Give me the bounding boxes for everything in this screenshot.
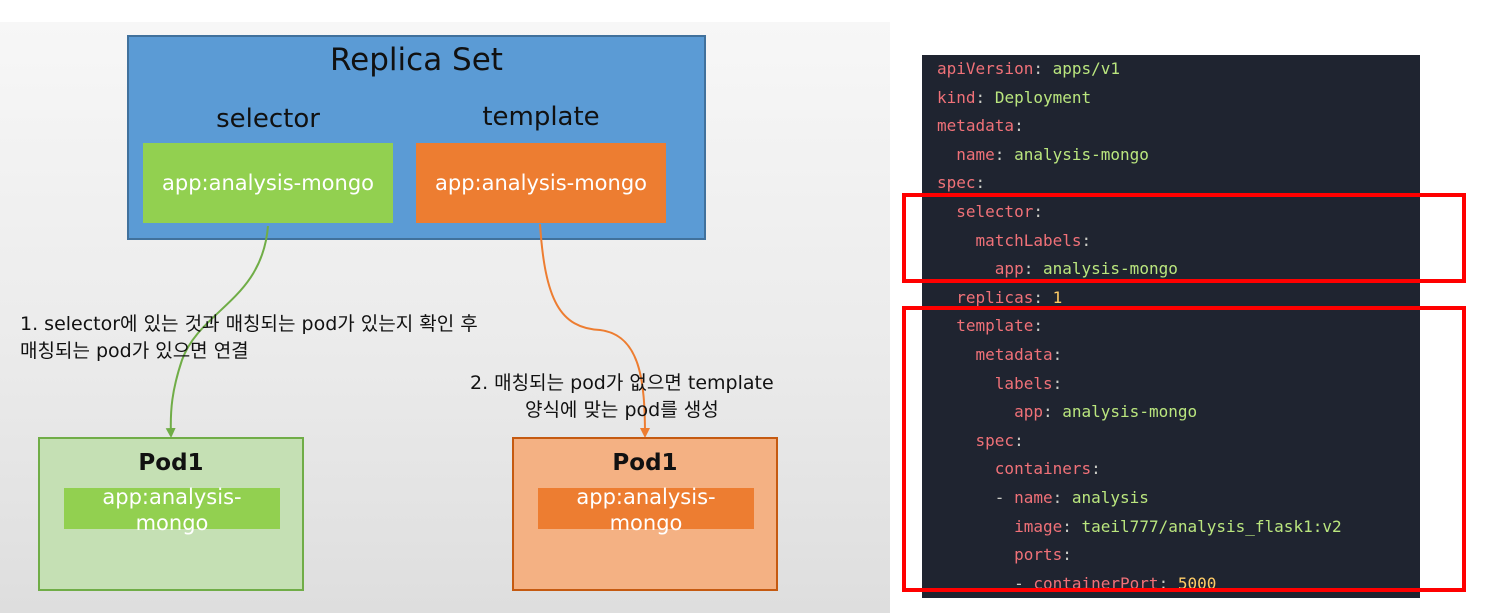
yaml-key: metadata bbox=[937, 116, 1015, 136]
selector-value-box: app:analysis-mongo bbox=[143, 143, 393, 223]
yaml-key: selector bbox=[956, 202, 1034, 221]
step1-note: 1. selector에 있는 것과 매칭되는 pod가 있는지 확인 후 매칭… bbox=[20, 313, 478, 362]
pod-label-box bbox=[538, 488, 754, 529]
yaml-key: metadata bbox=[975, 345, 1053, 364]
step2-note: 2. 매칭되는 pod가 없으면 template 양식에 맞는 pod를 생성 bbox=[470, 372, 774, 421]
yaml-value: analysis-mongo bbox=[1062, 402, 1198, 422]
yaml-line: replicas: 1 bbox=[956, 287, 1063, 307]
yaml-line: app: analysis-mongo bbox=[1014, 402, 1198, 422]
yaml-key: template bbox=[956, 316, 1034, 336]
pod-label: app:analysis- mongo bbox=[102, 485, 242, 535]
yaml-line: labels: bbox=[994, 373, 1063, 393]
yaml-line: selector: bbox=[956, 202, 1043, 221]
yaml-value: taeil777/analysis_flask1:v2 bbox=[1081, 516, 1342, 536]
yaml-key: replicas bbox=[956, 287, 1034, 307]
yaml-line: kind: Deployment bbox=[937, 87, 1092, 107]
yaml-line: template: bbox=[956, 316, 1043, 336]
yaml-line: apiVersion: apps/v1 bbox=[937, 59, 1121, 78]
yaml-key: labels bbox=[994, 373, 1053, 393]
yaml-line: spec: bbox=[937, 173, 986, 193]
yaml-key: ports bbox=[1014, 545, 1063, 565]
yaml-line: spec: bbox=[975, 430, 1024, 450]
yaml-line: name: analysis-mongo bbox=[956, 144, 1149, 164]
template-label: template bbox=[482, 102, 600, 132]
yaml-key: name bbox=[1014, 488, 1053, 507]
yaml-value: Deployment bbox=[994, 87, 1092, 107]
template-to-pod-arrow bbox=[539, 223, 650, 438]
yaml-key: spec bbox=[937, 173, 976, 193]
yaml-line: app: analysis-mongo bbox=[994, 259, 1178, 279]
yaml-line: metadata: bbox=[975, 345, 1063, 364]
selector-highlight-box bbox=[902, 193, 1466, 283]
yaml-key: matchLabels bbox=[975, 230, 1082, 250]
yaml-key: kind bbox=[937, 87, 976, 107]
yaml-key: spec bbox=[975, 430, 1015, 450]
yaml-key: app bbox=[1014, 402, 1043, 422]
yaml-line: - name: analysis bbox=[994, 488, 1149, 507]
yaml-value: 1 bbox=[1052, 287, 1063, 307]
yaml-value: apps/v1 bbox=[1052, 59, 1121, 78]
yaml-key: image bbox=[1014, 516, 1063, 536]
yaml-key: name bbox=[956, 144, 995, 164]
pod-label: app:analysis- mongo bbox=[576, 485, 716, 535]
pod-title: Pod1 bbox=[612, 450, 678, 476]
pod-title: Pod1 bbox=[138, 450, 204, 476]
template-value-box: app:analysis-mongo bbox=[416, 143, 666, 223]
yaml-value: analysis-mongo bbox=[1014, 144, 1149, 164]
pod-label-box bbox=[64, 488, 280, 529]
yaml-line: matchLabels: bbox=[975, 230, 1092, 250]
yaml-value: analysis-mongo bbox=[1042, 259, 1178, 279]
replica-set-title: Replica Set bbox=[330, 42, 503, 78]
selector-label: selector bbox=[216, 104, 320, 134]
yaml-key: containers bbox=[994, 459, 1092, 479]
yaml-key: apiVersion bbox=[937, 59, 1034, 78]
selector-to-pod-arrow bbox=[165, 225, 269, 438]
yaml-line: ports: bbox=[1014, 545, 1072, 565]
template-highlight-box bbox=[902, 306, 1466, 592]
yaml-line: image: taeil777/analysis_flask1:v2 bbox=[1014, 516, 1342, 536]
connector-arrows bbox=[165, 223, 650, 438]
yaml-line: containers: bbox=[994, 459, 1101, 479]
yaml-code-panel: apiVersion: apps/v1 kind: Deployment metad… bbox=[922, 55, 1420, 598]
yaml-line: metadata: bbox=[937, 116, 1024, 136]
yaml-key: app bbox=[994, 259, 1024, 279]
yaml-value: analysis bbox=[1071, 488, 1149, 507]
